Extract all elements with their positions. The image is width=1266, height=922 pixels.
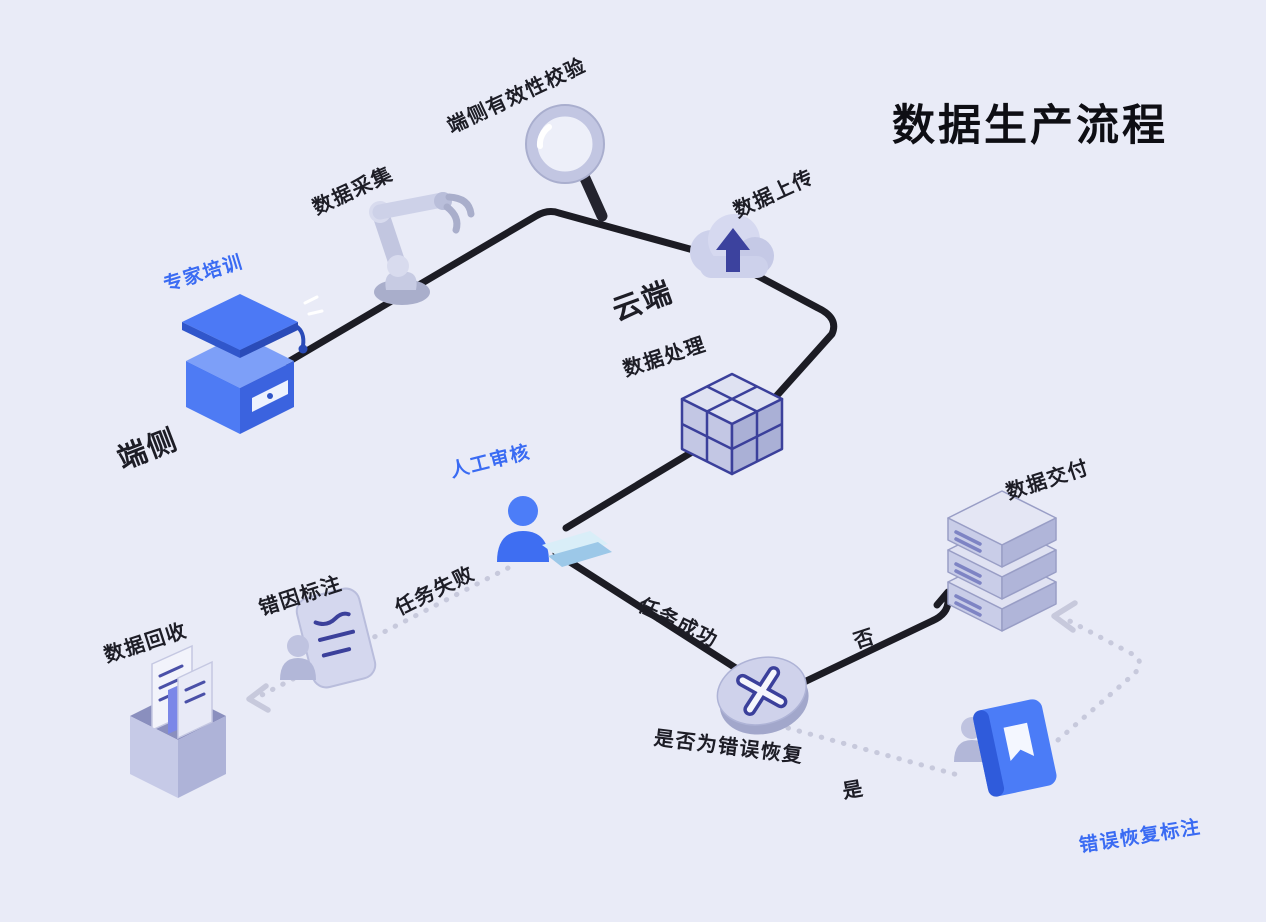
label-yes: 是 [840, 777, 866, 804]
edge-yes-line [785, 725, 961, 778]
magnifier-icon [525, 104, 608, 222]
person-document-icon [280, 587, 377, 689]
robot-arm-icon [369, 192, 475, 305]
edge-task-failed-line [255, 565, 511, 700]
cube-blocks-icon [680, 372, 784, 476]
arrowhead-to-delivery-icon [1051, 600, 1078, 633]
person-book-icon [954, 699, 1057, 797]
graduation-cap-icon [182, 294, 324, 434]
server-stack-icon [947, 490, 1057, 632]
document-box-icon [130, 644, 226, 798]
edge-recovery-return-line [1055, 615, 1142, 743]
person-laptop-icon [497, 496, 612, 567]
arrowhead-to-recycle-icon [246, 683, 271, 713]
x-coin-icon [716, 656, 809, 735]
page-title: 数据生产流程 [892, 102, 1168, 150]
cloud-upload-icon [690, 214, 774, 278]
edge-process-to-review-line [562, 442, 706, 532]
edge-task-success-line [552, 549, 760, 685]
